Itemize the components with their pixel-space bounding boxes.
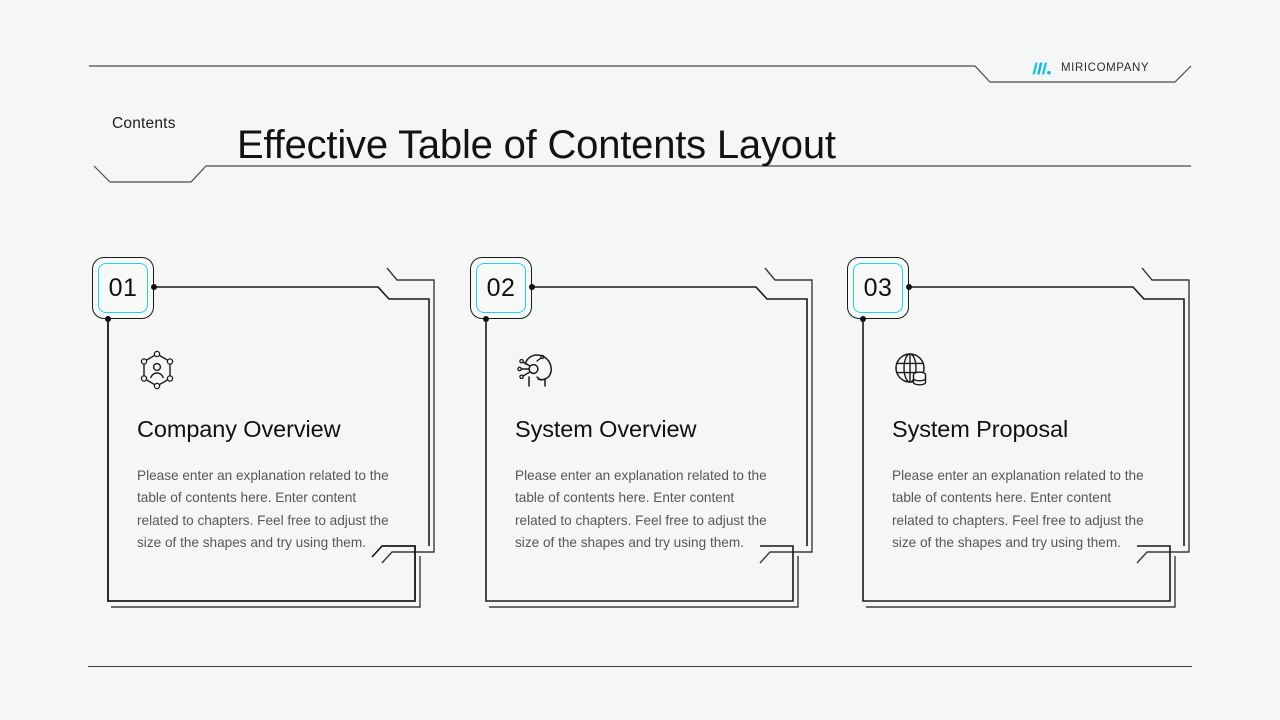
card-title: System Overview: [515, 416, 697, 442]
footer-divider: [88, 666, 1192, 667]
card-description: Please enter an explanation related to t…: [137, 468, 389, 551]
hexagon-user-network-icon: [140, 350, 174, 390]
globe-database-icon: [895, 353, 927, 386]
card-outline: [485, 267, 813, 608]
card-number-badge-inner: 03: [853, 263, 903, 313]
card-title: Company Overview: [137, 416, 341, 442]
connector-node-bottom: [105, 316, 111, 322]
card-description: Please enter an explanation related to t…: [892, 468, 1144, 551]
card-number-badge: 03: [847, 257, 909, 319]
contents-card[interactable]: 03 System Proposal Please enter an expla…: [845, 255, 1191, 615]
card-description: Please enter an explanation related to t…: [515, 468, 767, 551]
slide-header: MIRICOMPANY Contents Effective Table of …: [0, 0, 1280, 200]
miri-logo-icon: [1032, 62, 1051, 74]
card-number-badge-inner: 01: [98, 263, 148, 313]
connector-node-bottom: [483, 316, 489, 322]
card-number-badge-inner: 02: [476, 263, 526, 313]
header-decorative-lines: [89, 65, 1192, 183]
connector-node-bottom: [860, 316, 866, 322]
connector-node-right: [906, 284, 912, 290]
contents-card[interactable]: 01 Company Overview Please en: [90, 255, 436, 615]
contents-card[interactable]: 02 System Overview: [468, 255, 814, 615]
connector-node-right: [529, 284, 535, 290]
card-title: System Proposal: [892, 416, 1069, 442]
card-body: Company Overview Please enter an explana…: [137, 350, 397, 555]
card-number-badge: 01: [92, 257, 154, 319]
brand-lockup: MIRICOMPANY: [1032, 58, 1149, 78]
card-body: System Proposal Please enter an explanat…: [892, 350, 1152, 555]
brand-name: MIRICOMPANY: [1061, 62, 1150, 74]
contents-eyebrow: Contents: [112, 115, 176, 132]
card-number: 02: [486, 273, 516, 302]
ai-head-circuit-icon: [517, 354, 552, 387]
card-outline: [107, 267, 435, 608]
card-number: 03: [863, 273, 893, 302]
card-number: 01: [108, 273, 138, 302]
connector-node-right: [151, 284, 157, 290]
card-number-badge: 02: [470, 257, 532, 319]
page-title: Effective Table of Contents Layout: [237, 122, 836, 167]
card-outline: [862, 267, 1190, 608]
card-body: System Overview Please enter an explanat…: [515, 350, 775, 555]
